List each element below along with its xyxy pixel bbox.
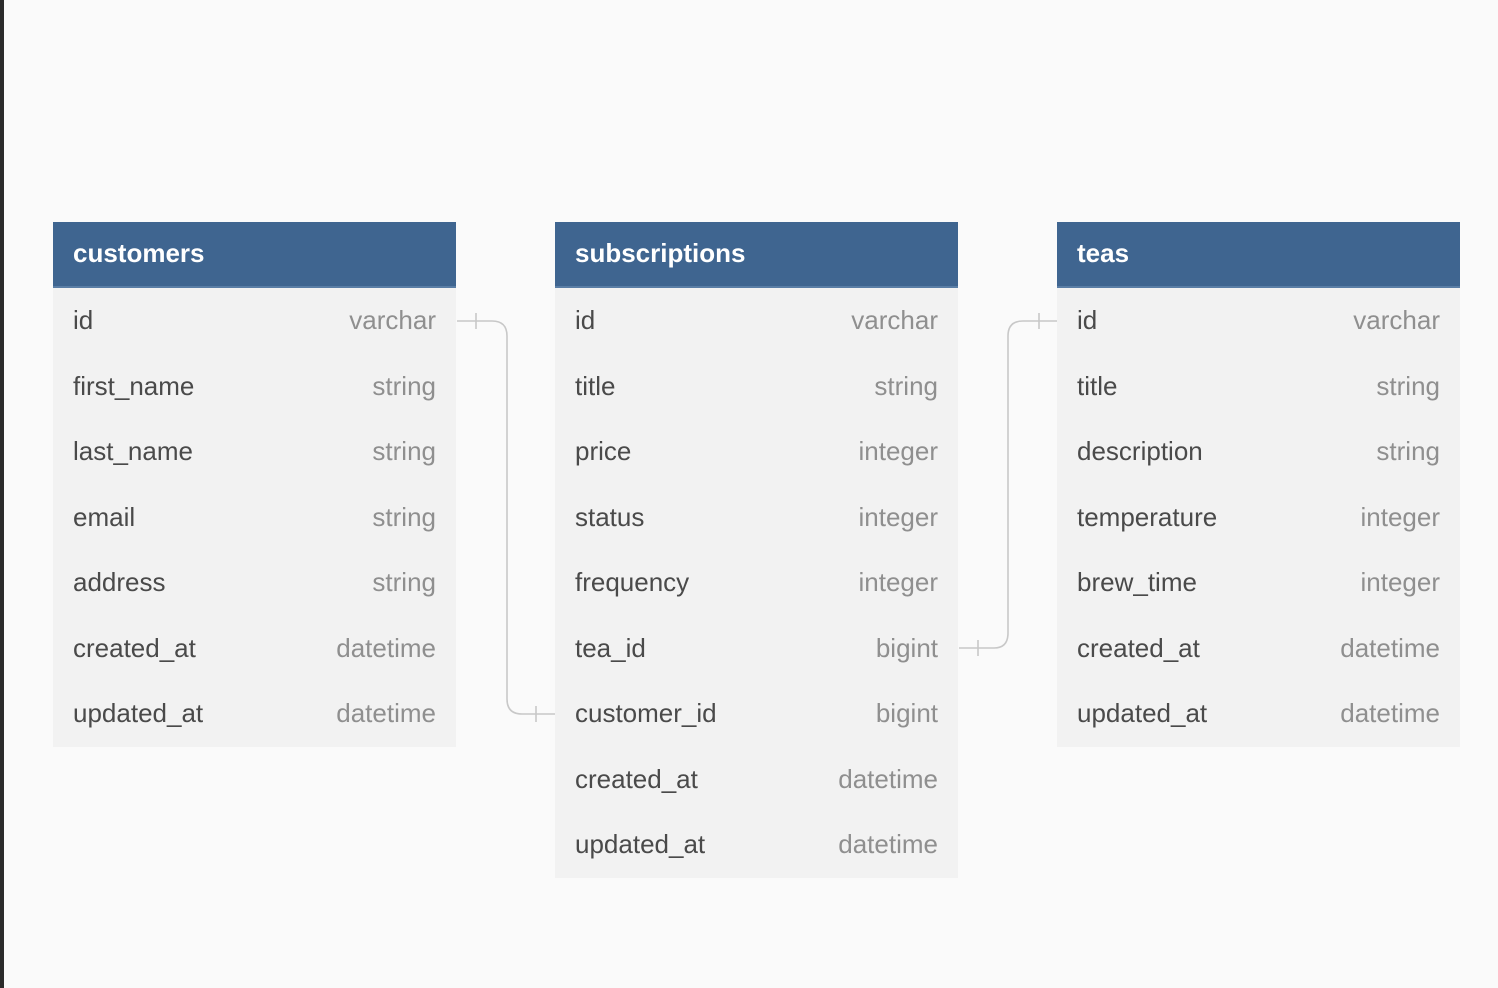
column-type: datetime [1340, 632, 1440, 663]
column-type: string [372, 501, 436, 532]
column-row[interactable]: status integer [555, 485, 958, 551]
column-name: id [1077, 305, 1098, 336]
column-name: created_at [73, 632, 196, 663]
column-row[interactable]: updated_at datetime [1057, 681, 1460, 747]
column-type: varchar [1353, 305, 1440, 336]
column-row[interactable]: brew_time integer [1057, 550, 1460, 616]
column-row[interactable]: frequency integer [555, 550, 958, 616]
column-row[interactable]: price integer [555, 419, 958, 485]
column-name: first_name [73, 370, 195, 401]
column-name: frequency [575, 567, 690, 598]
column-name: id [575, 305, 596, 336]
column-type: datetime [838, 763, 938, 794]
column-type: varchar [349, 305, 436, 336]
column-row[interactable]: email string [53, 485, 456, 551]
table-header-subscriptions[interactable]: subscriptions [555, 222, 958, 288]
column-row[interactable]: description string [1057, 419, 1460, 485]
column-name: created_at [1077, 632, 1200, 663]
relation-subscriptions-teas[interactable] [959, 313, 1057, 656]
column-type: integer [858, 436, 939, 467]
column-row[interactable]: updated_at datetime [555, 812, 958, 878]
column-type: string [372, 436, 436, 467]
column-name: brew_time [1077, 567, 1197, 598]
column-row[interactable]: created_at datetime [1057, 616, 1460, 682]
column-type: integer [858, 567, 939, 598]
table-header-teas[interactable]: teas [1057, 222, 1460, 288]
column-name: id [73, 305, 94, 336]
column-type: string [372, 370, 436, 401]
column-type: integer [858, 501, 939, 532]
column-type: datetime [336, 698, 436, 729]
column-row[interactable]: id varchar [555, 288, 958, 354]
column-row[interactable]: customer_id bigint [555, 681, 958, 747]
column-row[interactable]: temperature integer [1057, 485, 1460, 551]
column-name: customer_id [575, 698, 717, 729]
column-row[interactable]: tea_id bigint [555, 616, 958, 682]
column-name: last_name [73, 436, 193, 467]
column-row[interactable]: title string [1057, 354, 1460, 420]
column-name: temperature [1077, 501, 1218, 532]
table-header-customers[interactable]: customers [53, 222, 456, 288]
column-name: address [73, 567, 166, 598]
column-type: string [1376, 436, 1440, 467]
column-type: datetime [838, 829, 938, 860]
column-row[interactable]: id varchar [53, 288, 456, 354]
relation-customers-subscriptions[interactable] [457, 313, 555, 722]
column-name: title [575, 370, 616, 401]
column-name: description [1077, 436, 1203, 467]
column-name: updated_at [575, 829, 706, 860]
column-row[interactable]: last_name string [53, 419, 456, 485]
column-row[interactable]: updated_at datetime [53, 681, 456, 747]
column-type: datetime [1340, 698, 1440, 729]
column-name: status [575, 501, 645, 532]
column-type: string [874, 370, 938, 401]
column-name: title [1077, 370, 1118, 401]
column-row[interactable]: title string [555, 354, 958, 420]
column-name: price [575, 436, 632, 467]
column-type: integer [1360, 567, 1441, 598]
column-row[interactable]: created_at datetime [53, 616, 456, 682]
column-name: email [73, 501, 136, 532]
column-name: created_at [575, 763, 698, 794]
column-type: bigint [875, 632, 938, 663]
column-type: string [1376, 370, 1440, 401]
column-row[interactable]: first_name string [53, 354, 456, 420]
column-type: datetime [336, 632, 436, 663]
window-edge [0, 0, 4, 988]
column-name: tea_id [575, 632, 646, 663]
column-name: updated_at [73, 698, 204, 729]
column-type: bigint [875, 698, 938, 729]
column-row[interactable]: address string [53, 550, 456, 616]
column-type: varchar [851, 305, 938, 336]
column-type: integer [1360, 501, 1441, 532]
table-teas[interactable]: teas id varchar title string description st… [1057, 222, 1460, 747]
column-type: string [372, 567, 436, 598]
column-row[interactable]: id varchar [1057, 288, 1460, 354]
table-subscriptions[interactable]: subscriptions id varchar title string pric… [555, 222, 958, 878]
column-row[interactable]: created_at datetime [555, 747, 958, 813]
column-name: updated_at [1077, 698, 1208, 729]
